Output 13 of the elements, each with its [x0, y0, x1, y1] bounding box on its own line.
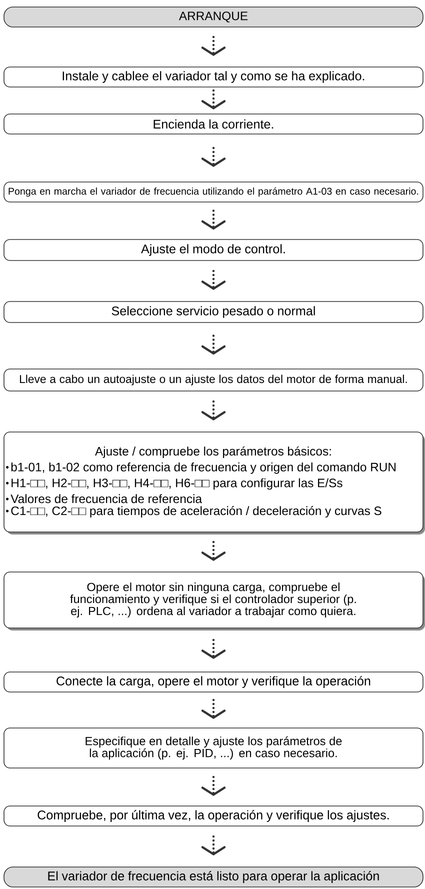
process-box: Encienda la corriente. [4, 114, 424, 134]
process-box: Instale y cablee el variador tal y como se ha explicado. [4, 66, 424, 88]
terminal-box: El variador de frecuencia está listo para operar la aplicación [4, 866, 424, 888]
process-box: Ponga en marcha el variador de frecuencia utilizando el parámetro A1-03 en caso necesario. [4, 182, 424, 202]
process-box: Lleve a cabo un autoajuste o un ajuste los datos del motor de forma manual. [4, 368, 424, 392]
process-box: Compruebe, por última vez, la operación y verifique los ajustes. [4, 806, 424, 826]
process-box: Seleccione servicio pesado o normal [4, 301, 424, 323]
process-box: Especifique en detalle y ajuste los parámetros de la aplicación (p. ej. PID, ...) en caso necesario. [4, 728, 424, 768]
terminal-box: ARRANQUE [4, 6, 424, 28]
process-box: Opere el motor sin ninguna carga, compruebe el funcionamiento y verifique si el controlador superior (p. ej. PLC, ...) ordena al variador a trabajar como quiera. [4, 572, 425, 630]
process-box: Ajuste / compruebe los parámetros básicos: b1-01, b1-02 como referencia de frecuencia y origen del comando RUN H1-□□, H2-□□, H3-□□, H4-□□, H6-□□ para configurar las E/Ss Valores de frecuencia de referencia C1-□□, C2-□□ para tiempos de aceleración / deceleración y curvas S [4, 432, 425, 534]
process-box: Conecte la carga, opere el motor y verifique la operación [4, 672, 424, 692]
process-box: Ajuste el modo de control. [4, 239, 424, 261]
